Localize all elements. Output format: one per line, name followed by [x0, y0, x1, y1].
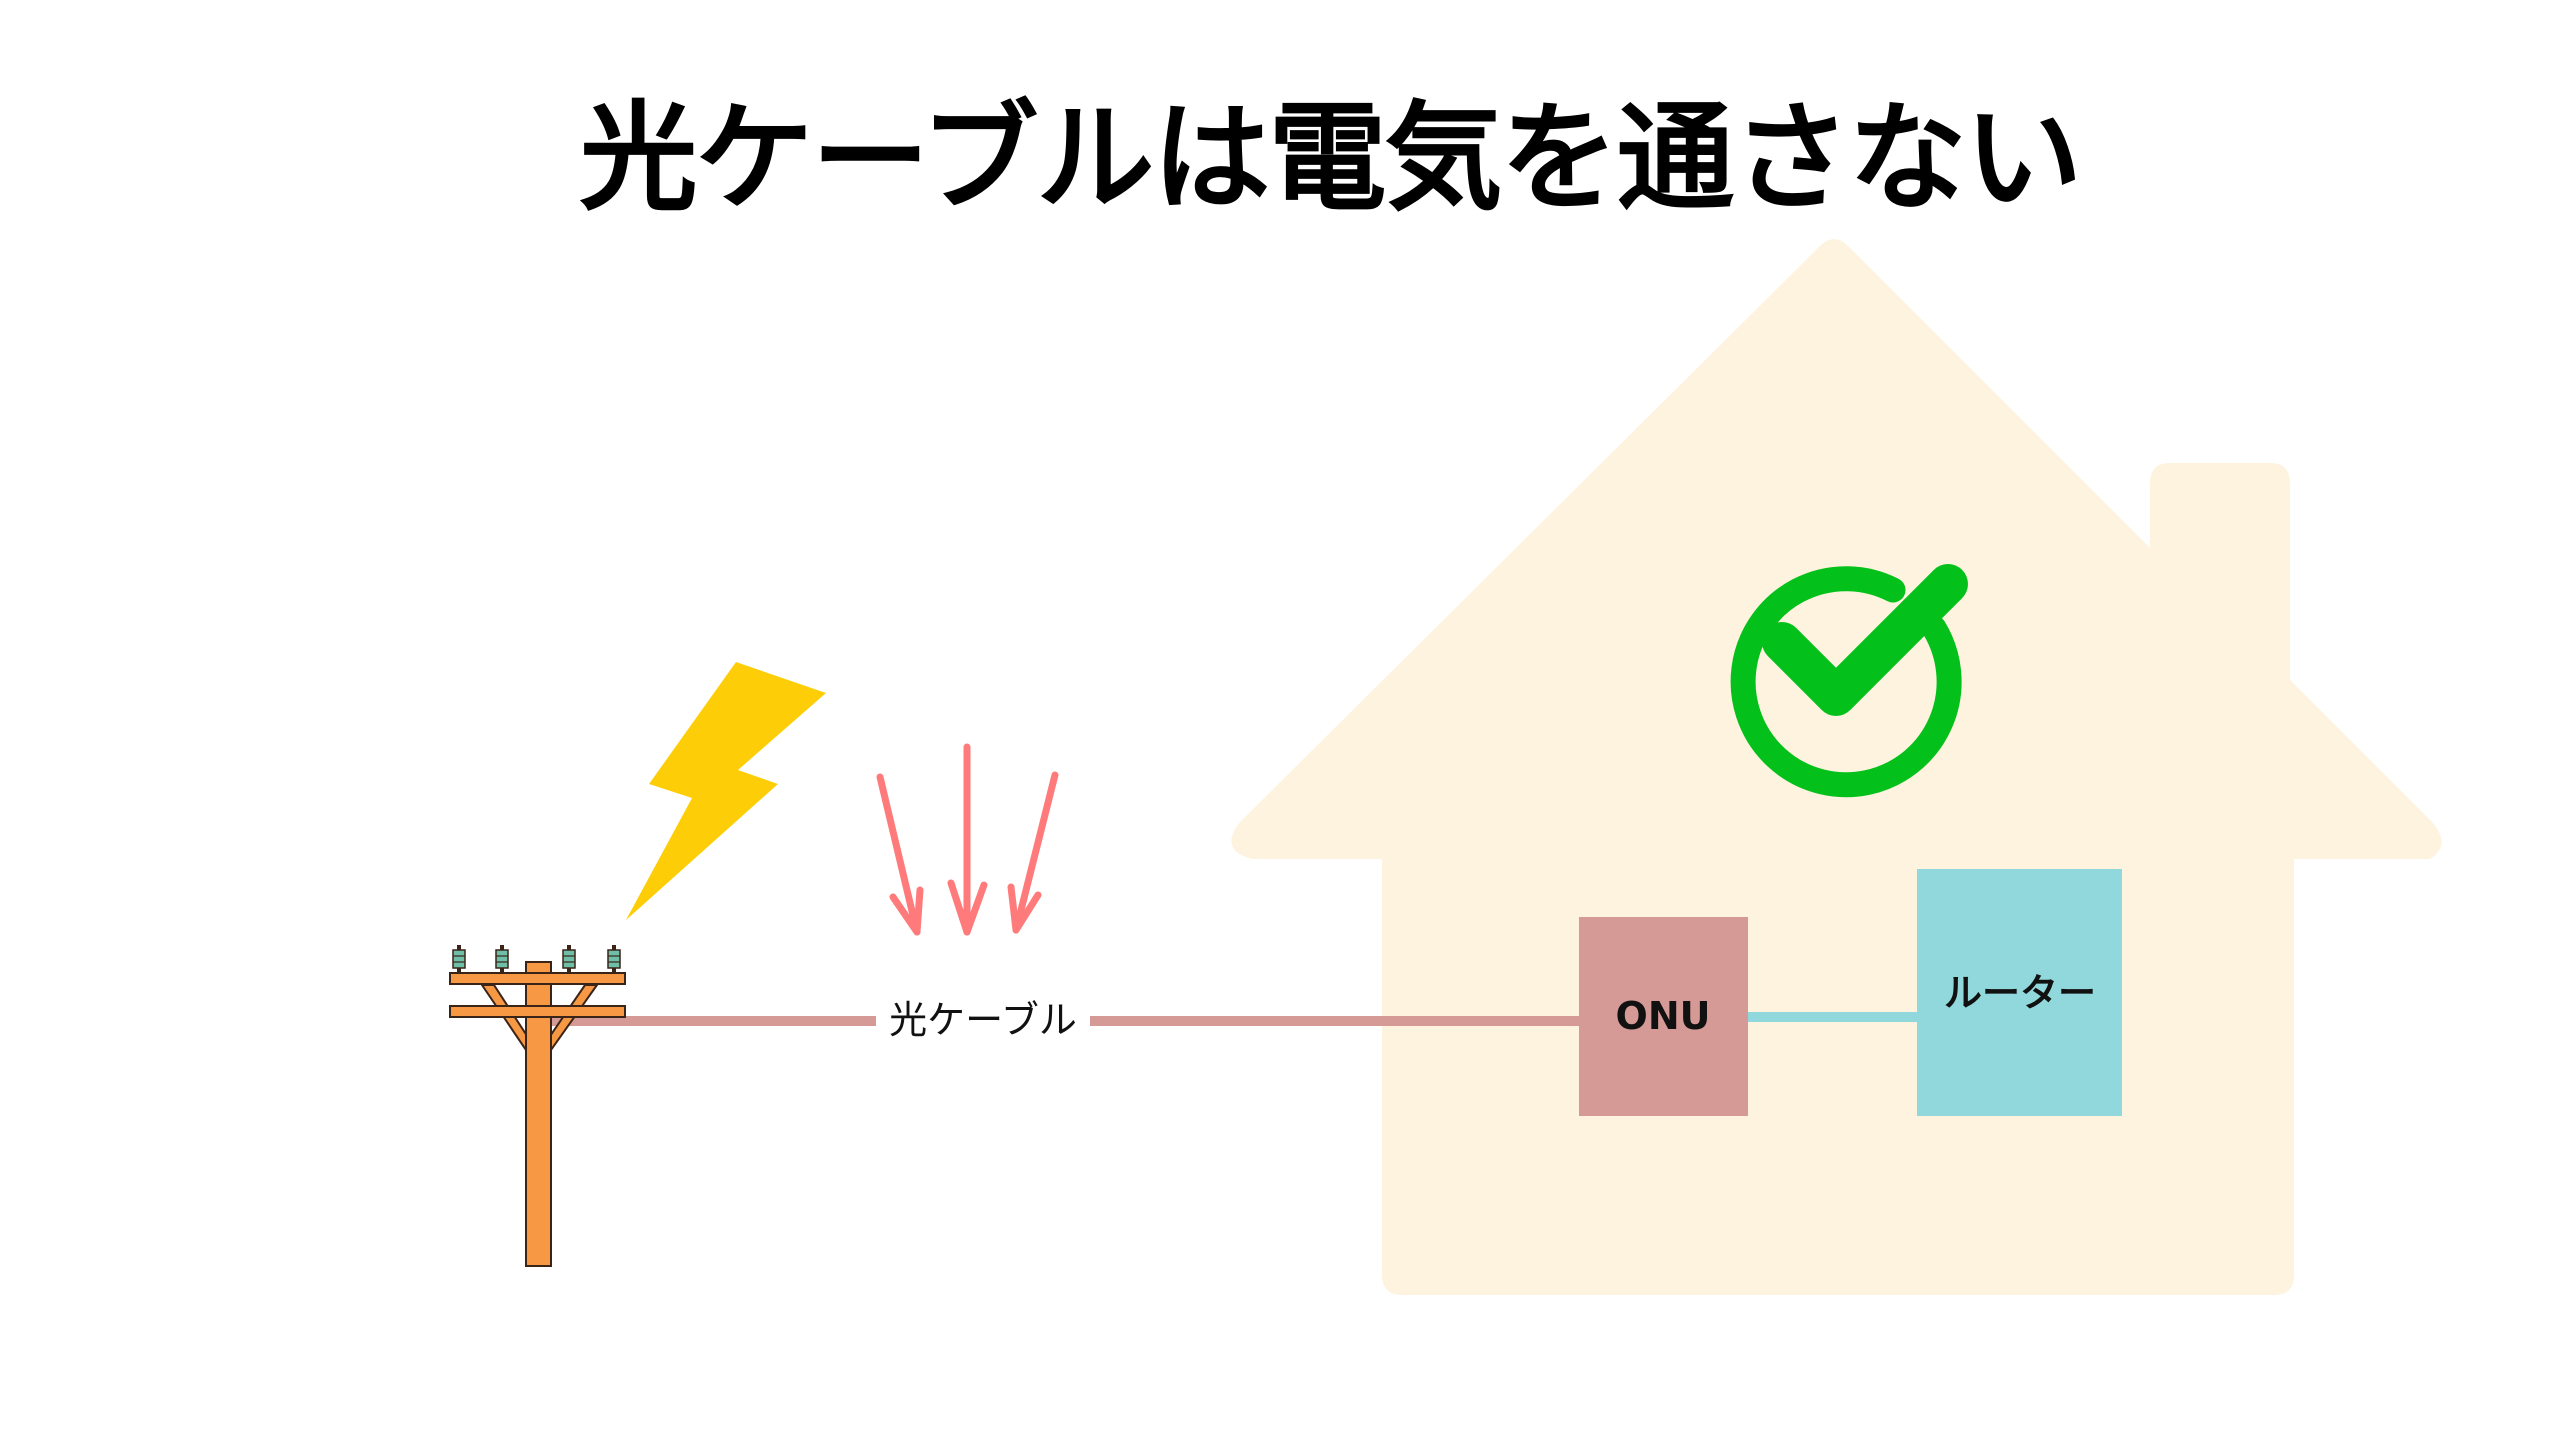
pole-crossarm-lower	[449, 1005, 626, 1018]
pole-crossarm-upper	[449, 972, 626, 985]
house	[1231, 239, 2442, 1295]
onu-device: ONU	[1579, 917, 1748, 1116]
onu-label: ONU	[1616, 994, 1711, 1038]
router-device: ルーター	[1917, 869, 2122, 1116]
pole-insulators	[452, 945, 621, 973]
fiber-cable: 光ケーブル	[548, 998, 1580, 1042]
utility-pole-icon	[449, 945, 626, 1267]
insulator	[562, 945, 576, 973]
insulator	[495, 945, 509, 973]
insulator	[607, 945, 621, 973]
arrow-center	[947, 743, 988, 936]
check-circle-icon	[1730, 564, 1968, 798]
check-circle-ring	[1730, 566, 1962, 798]
insulator	[452, 945, 466, 973]
arrow-right	[1007, 771, 1059, 934]
house-shape	[1231, 239, 2442, 1295]
check-mark	[1762, 564, 1968, 716]
onu-box	[1579, 917, 1748, 1116]
cable-label: 光ケーブル	[889, 998, 1077, 1042]
impact-arrows	[876, 743, 1059, 936]
page-title: 光ケーブルは電気を通さない	[579, 89, 2083, 227]
lightning-icon	[626, 662, 826, 920]
router-box	[1917, 869, 2122, 1116]
router-label: ルーター	[1944, 971, 2096, 1015]
arrow-left	[876, 773, 924, 936]
